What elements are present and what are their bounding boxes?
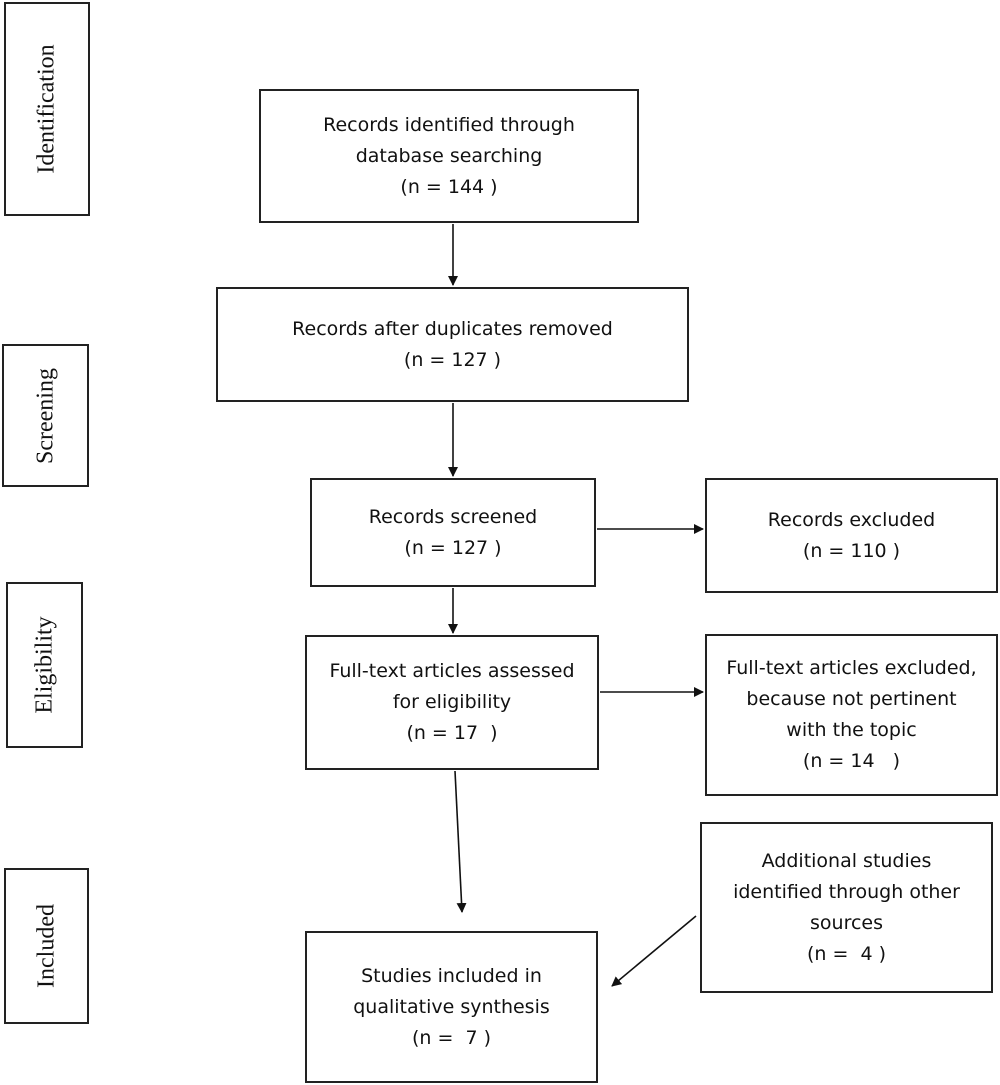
records-identified-line1: Records identified through <box>323 113 575 136</box>
arrow-additional-to-included <box>611 915 697 987</box>
box-records-identified: Records identified through database sear… <box>259 89 639 223</box>
stage-eligibility: Eligibility <box>6 582 83 748</box>
fulltext-excluded-line1: Full-text articles excluded, <box>726 657 977 679</box>
additional-studies-count: (n = 4 ) <box>806 942 887 965</box>
fulltext-excluded-count: (n = 14 ) <box>802 750 901 772</box>
records-screened-line1: Records screened <box>368 505 538 528</box>
fulltext-excluded-line2: because not pertinent <box>746 688 957 710</box>
box-records-screened: Records screened (n = 127 ) <box>310 478 596 587</box>
records-deduplicated-line1: Records after duplicates removed <box>292 317 613 340</box>
studies-included-line1: Studies included in <box>361 964 542 987</box>
additional-studies-line3: sources <box>810 911 883 934</box>
studies-included-count: (n = 7 ) <box>411 1026 492 1049</box>
stage-included-label: Included <box>33 904 59 988</box>
stage-eligibility-label: Eligibility <box>31 616 57 714</box>
box-fulltext-excluded: Full-text articles excluded, because not… <box>705 634 998 796</box>
records-identified-count: (n = 144 ) <box>400 175 498 198</box>
additional-studies-line2: identified through other <box>733 880 960 903</box>
box-fulltext-assessed: Full-text articles assessed for eligibil… <box>305 635 599 770</box>
records-screened-count: (n = 127 ) <box>404 536 502 559</box>
arrow-fulltext-to-included <box>454 770 467 913</box>
fulltext-assessed-line1: Full-text articles assessed <box>329 660 575 682</box>
box-additional-studies: Additional studies identified through ot… <box>700 822 993 993</box>
stage-included: Included <box>4 868 89 1024</box>
stage-identification: Identification <box>4 2 90 216</box>
stage-identification-label: Identification <box>33 44 60 174</box>
fulltext-assessed-line2: for eligibility <box>392 691 512 713</box>
stage-screening-label: Screening <box>32 367 58 464</box>
fulltext-assessed-count: (n = 17 ) <box>406 722 498 744</box>
box-studies-included: Studies included in qualitative synthesi… <box>305 931 598 1083</box>
fulltext-excluded-line3: with the topic <box>786 719 917 741</box>
records-identified-line2: database searching <box>355 144 543 167</box>
studies-included-line2: qualitative synthesis <box>353 995 550 1018</box>
additional-studies-line1: Additional studies <box>761 849 932 872</box>
records-excluded-count: (n = 110 ) <box>802 539 901 562</box>
stage-screening: Screening <box>2 344 89 487</box>
box-records-deduplicated: Records after duplicates removed (n = 12… <box>216 287 689 402</box>
box-records-excluded: Records excluded (n = 110 ) <box>705 478 998 593</box>
records-excluded-line1: Records excluded <box>767 508 936 531</box>
records-deduplicated-count: (n = 127 ) <box>403 348 502 371</box>
